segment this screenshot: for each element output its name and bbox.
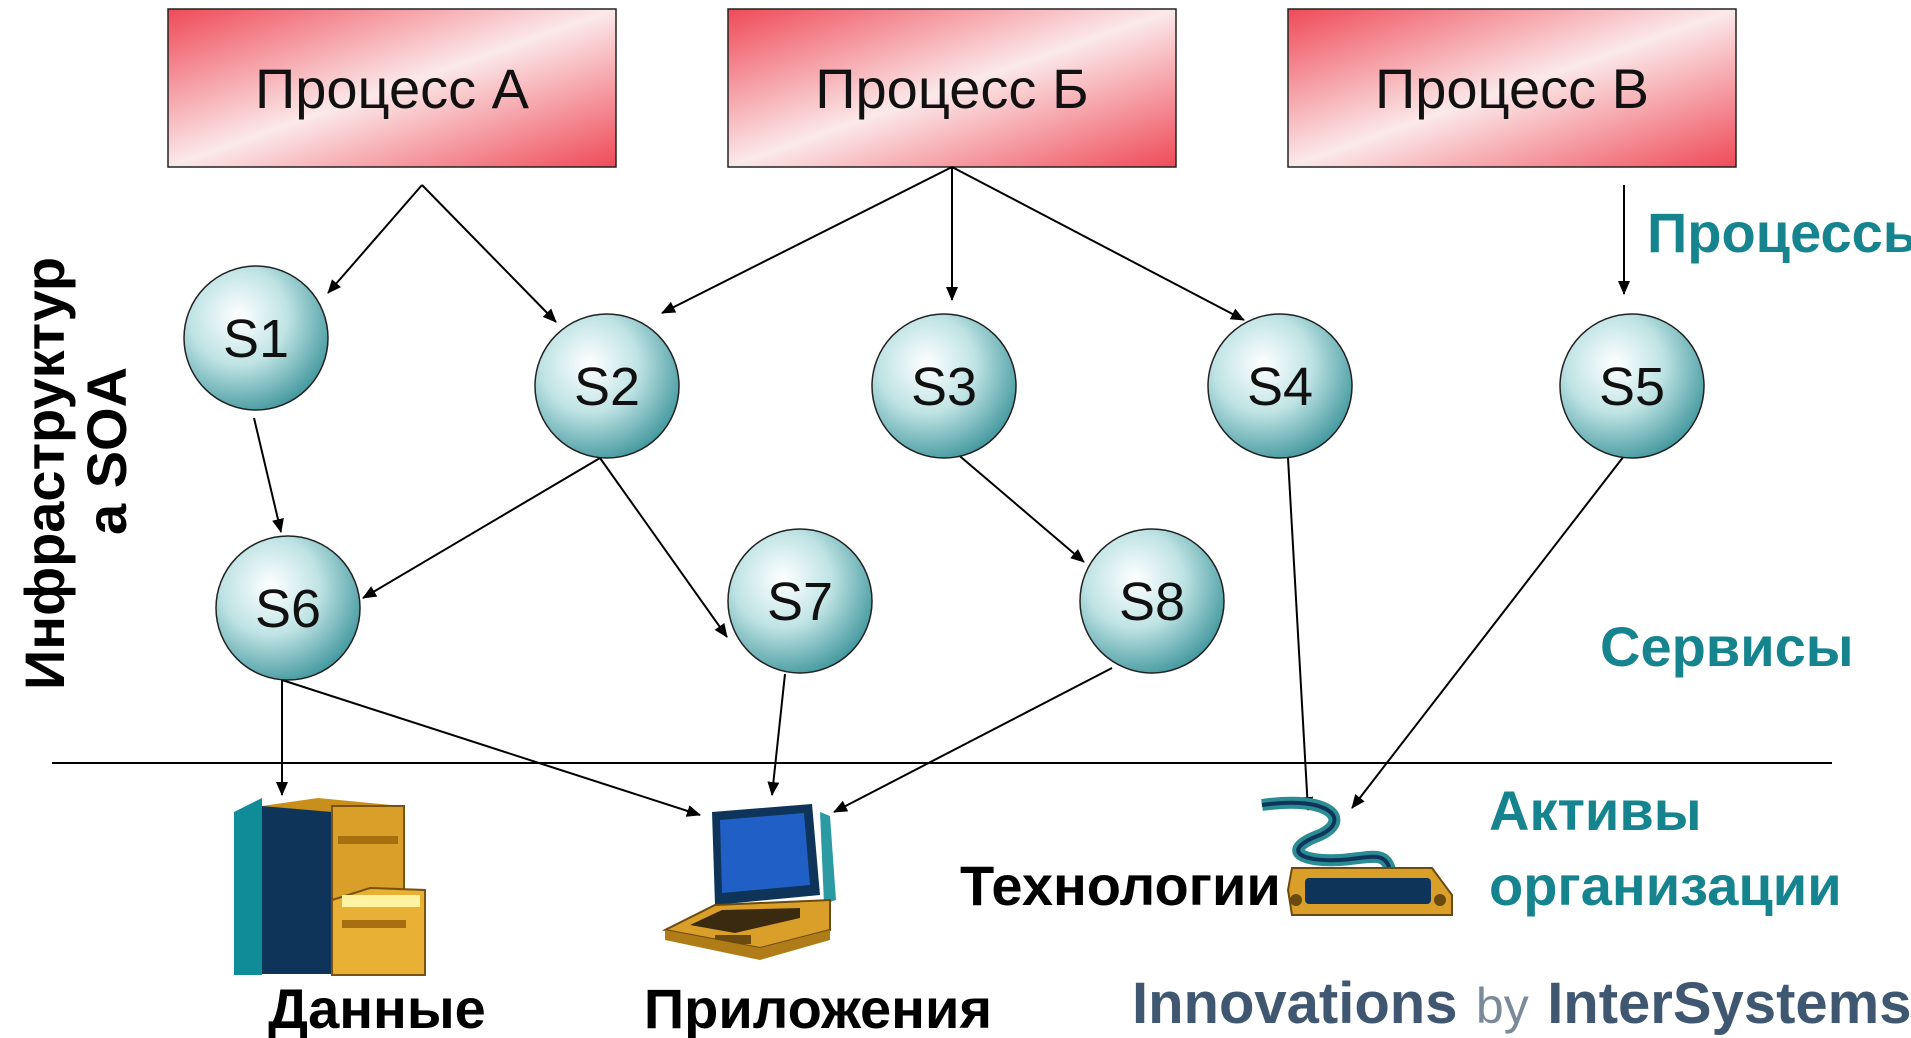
data-label: Данные xyxy=(268,977,486,1038)
logo-part-2: by xyxy=(1476,978,1529,1034)
process-b-label: Процесс Б xyxy=(815,57,1088,120)
edge-s1-s6 xyxy=(253,417,284,533)
service-s4-label: S4 xyxy=(1247,357,1313,417)
assets-label-line2: организации xyxy=(1489,854,1842,917)
assets-label-line1: Активы xyxy=(1489,779,1702,842)
service-s8-label: S8 xyxy=(1119,572,1185,632)
filing-cabinet-icon xyxy=(234,798,426,976)
edge-s2-s6 xyxy=(362,457,601,599)
logo-part-1: Innovations xyxy=(1132,971,1457,1036)
edge-s6-apps xyxy=(281,679,701,817)
laptop-icon xyxy=(661,804,836,960)
service-node-s6: S6 xyxy=(215,535,361,681)
apps-label: Приложения xyxy=(644,977,992,1038)
process-box-b: Процесс Б xyxy=(727,8,1177,168)
edge-s3-s8 xyxy=(954,451,1085,563)
service-node-s2: S2 xyxy=(534,313,680,459)
edge-b-s4 xyxy=(951,166,1245,321)
tech-label: Технологии xyxy=(960,854,1281,917)
logo-part-3: InterSystems xyxy=(1547,971,1911,1036)
edge-s5-tech xyxy=(1351,455,1625,809)
intersystems-logo: Innovations by InterSystems xyxy=(1132,971,1911,1036)
service-s1-label: S1 xyxy=(223,309,289,369)
edge-s2-s7 xyxy=(599,457,728,638)
edge-s4-tech xyxy=(1287,457,1314,811)
edges xyxy=(253,166,1630,817)
edge-a-s2 xyxy=(421,184,557,323)
edge-s7-apps xyxy=(767,673,786,796)
service-node-s8: S8 xyxy=(1079,528,1225,674)
edge-s8-apps xyxy=(833,667,1113,813)
service-s5-label: S5 xyxy=(1599,357,1665,417)
process-box-v: Процесс В xyxy=(1287,8,1737,168)
cable-connector-icon xyxy=(1261,796,1453,916)
service-node-s5: S5 xyxy=(1559,313,1705,459)
logo-text: Innovations by InterSystems xyxy=(1132,971,1911,1036)
service-node-s3: S3 xyxy=(871,313,1017,459)
service-s7-label: S7 xyxy=(767,572,833,632)
services-layer-label: Сервисы xyxy=(1600,615,1854,678)
service-node-s7: S7 xyxy=(727,528,873,674)
process-v-label: Процесс В xyxy=(1375,57,1649,120)
edge-a-s1 xyxy=(327,184,423,294)
process-box-a: Процесс А xyxy=(167,8,617,168)
service-s2-label: S2 xyxy=(574,357,640,417)
side-label-line1: Инфраструктур xyxy=(13,257,76,690)
service-node-s1: S1 xyxy=(183,265,329,411)
service-s6-label: S6 xyxy=(255,579,321,639)
processes-layer-label: Процессы xyxy=(1647,201,1911,264)
edge-b-s2 xyxy=(661,166,953,314)
process-a-label: Процесс А xyxy=(255,57,530,120)
service-s3-label: S3 xyxy=(911,357,977,417)
service-node-s4: S4 xyxy=(1207,313,1353,459)
side-label-line2: а SOA xyxy=(75,367,138,535)
side-label: Инфраструктур а SOA xyxy=(13,257,138,690)
